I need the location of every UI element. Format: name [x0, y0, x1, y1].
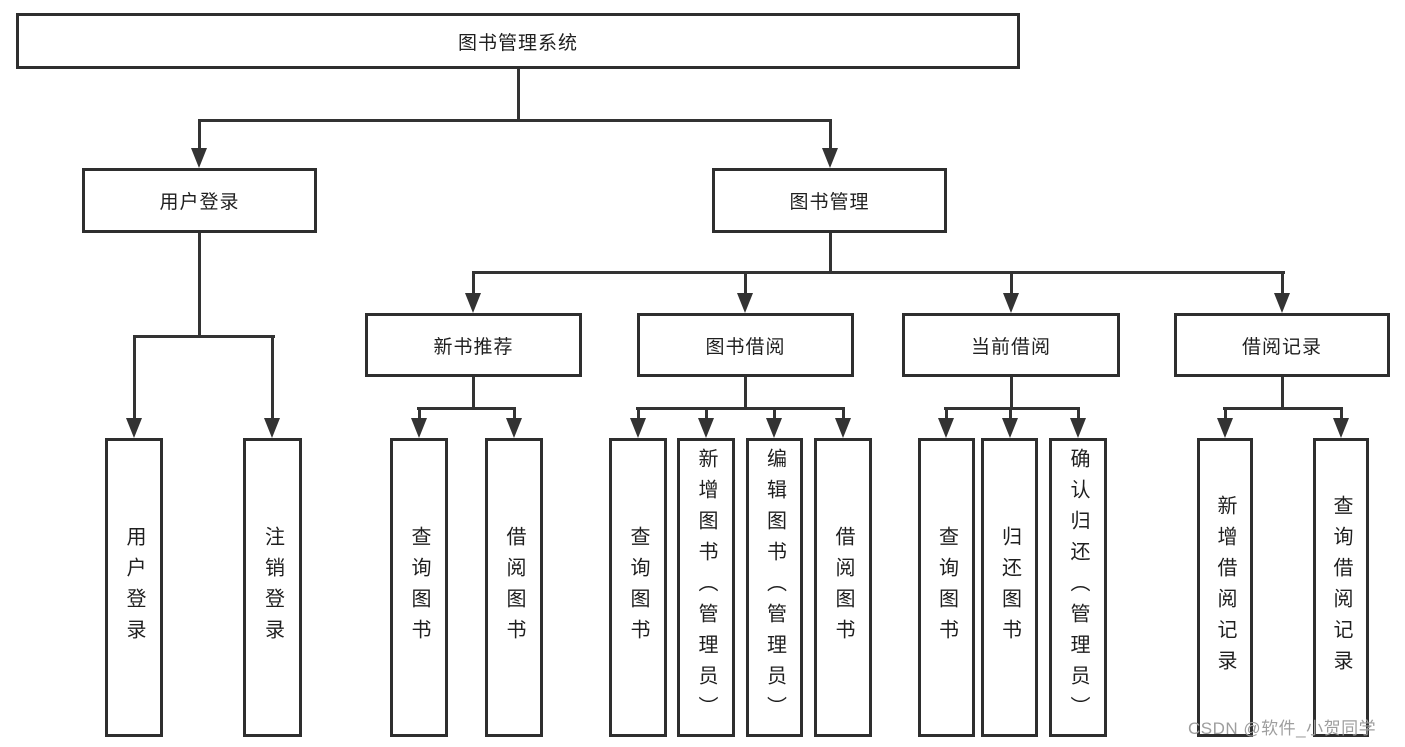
- node-label: 确认归还（管理员）: [1067, 448, 1089, 727]
- arrow-down-icon: [835, 418, 851, 438]
- connector-line: [513, 407, 516, 420]
- node-label: 借阅记录: [1241, 336, 1322, 358]
- node-label: 注销登录: [261, 525, 284, 650]
- connector-line: [418, 407, 421, 420]
- node-label: 用户登录: [159, 192, 240, 213]
- leaf-query-books-borrowing: 查询图书: [609, 438, 667, 737]
- connector-line: [944, 407, 1080, 410]
- node-label: 当前借阅: [970, 336, 1051, 358]
- connector-line: [637, 407, 640, 420]
- node-label: 图书管理系统: [457, 32, 578, 54]
- connector-line: [1224, 407, 1227, 420]
- node-label: 归还图书: [998, 525, 1021, 650]
- connector-line: [1009, 407, 1012, 420]
- node-label: 查询图书: [935, 525, 958, 650]
- arrow-down-icon: [1070, 418, 1086, 438]
- connector-line: [417, 407, 516, 410]
- node-label: 用户登录: [123, 525, 145, 650]
- leaf-return-books: 归还图书: [981, 438, 1038, 737]
- leaf-query-books-current: 查询图书: [918, 438, 975, 737]
- arrow-down-icon: [1003, 293, 1019, 313]
- node-label: 新增图书（管理员）: [695, 448, 717, 727]
- connector-line: [198, 119, 832, 122]
- node-borrow-records: 借阅记录: [1174, 313, 1390, 377]
- node-label: 图书借阅: [705, 336, 786, 358]
- connector-line: [198, 119, 201, 151]
- connector-line: [472, 271, 1285, 274]
- connector-line: [133, 335, 136, 420]
- arrow-down-icon: [938, 418, 954, 438]
- leaf-user-login: 用户登录: [105, 438, 163, 737]
- connector-line: [472, 271, 475, 295]
- node-book-borrowing: 图书借阅: [637, 313, 854, 377]
- node-label: 新书推荐: [433, 336, 514, 358]
- node-label: 新增借阅记录: [1214, 494, 1236, 681]
- arrow-down-icon: [1217, 418, 1233, 438]
- connector-line: [1077, 407, 1080, 420]
- arrow-down-icon: [465, 293, 481, 313]
- node-label: 查询图书: [627, 525, 649, 650]
- connector-line: [829, 233, 832, 273]
- connector-line: [1281, 377, 1284, 409]
- leaf-query-books-recommend: 查询图书: [390, 438, 448, 737]
- node-label: 查询图书: [408, 525, 430, 650]
- connector-line: [636, 407, 845, 410]
- node-label: 编辑图书（管理员）: [763, 448, 786, 727]
- arrow-down-icon: [411, 418, 427, 438]
- connector-line: [744, 377, 747, 409]
- node-label: 借阅图书: [503, 525, 525, 650]
- leaf-borrow-books-recommend: 借阅图书: [485, 438, 543, 737]
- arrow-down-icon: [506, 418, 522, 438]
- leaf-borrow-books: 借阅图书: [814, 438, 872, 737]
- arrow-down-icon: [1333, 418, 1349, 438]
- arrow-down-icon: [1002, 418, 1018, 438]
- node-library-management-system: 图书管理系统: [16, 13, 1020, 69]
- connector-line: [744, 271, 747, 295]
- arrow-down-icon: [630, 418, 646, 438]
- node-user-login: 用户登录: [82, 168, 317, 233]
- leaf-add-book-admin: 新增图书（管理员）: [677, 438, 735, 737]
- connector-line: [198, 233, 201, 337]
- connector-line: [133, 335, 275, 338]
- leaf-confirm-return-admin: 确认归还（管理员）: [1049, 438, 1107, 737]
- connector-line: [705, 407, 708, 420]
- node-new-book-recommend: 新书推荐: [365, 313, 582, 377]
- arrow-down-icon: [191, 148, 207, 168]
- connector-line: [1223, 407, 1343, 410]
- connector-line: [945, 407, 948, 420]
- connector-line: [773, 407, 776, 420]
- arrow-down-icon: [126, 418, 142, 438]
- arrow-down-icon: [822, 148, 838, 168]
- node-book-management: 图书管理: [712, 168, 947, 233]
- connector-line: [1010, 271, 1013, 295]
- csdn-watermark: CSDN @软件_小贺同学: [1188, 719, 1377, 738]
- node-label: 借阅图书: [832, 525, 854, 650]
- arrow-down-icon: [264, 418, 280, 438]
- node-label: 图书管理: [789, 192, 870, 213]
- arrow-down-icon: [698, 418, 714, 438]
- connector-line: [517, 69, 520, 121]
- leaf-logout-login: 注销登录: [243, 438, 302, 737]
- connector-line: [271, 335, 274, 420]
- leaf-add-borrow-record: 新增借阅记录: [1197, 438, 1253, 737]
- connector-line: [1281, 271, 1284, 295]
- arrow-down-icon: [1274, 293, 1290, 313]
- connector-line: [1340, 407, 1343, 420]
- node-current-borrowing: 当前借阅: [902, 313, 1120, 377]
- connector-line: [472, 377, 475, 409]
- leaf-query-borrow-record: 查询借阅记录: [1313, 438, 1369, 737]
- node-label: 查询借阅记录: [1330, 494, 1352, 681]
- arrow-down-icon: [737, 293, 753, 313]
- leaf-edit-book-admin: 编辑图书（管理员）: [746, 438, 803, 737]
- connector-line: [1010, 377, 1013, 409]
- connector-line: [829, 119, 832, 151]
- arrow-down-icon: [766, 418, 782, 438]
- connector-line: [842, 407, 845, 420]
